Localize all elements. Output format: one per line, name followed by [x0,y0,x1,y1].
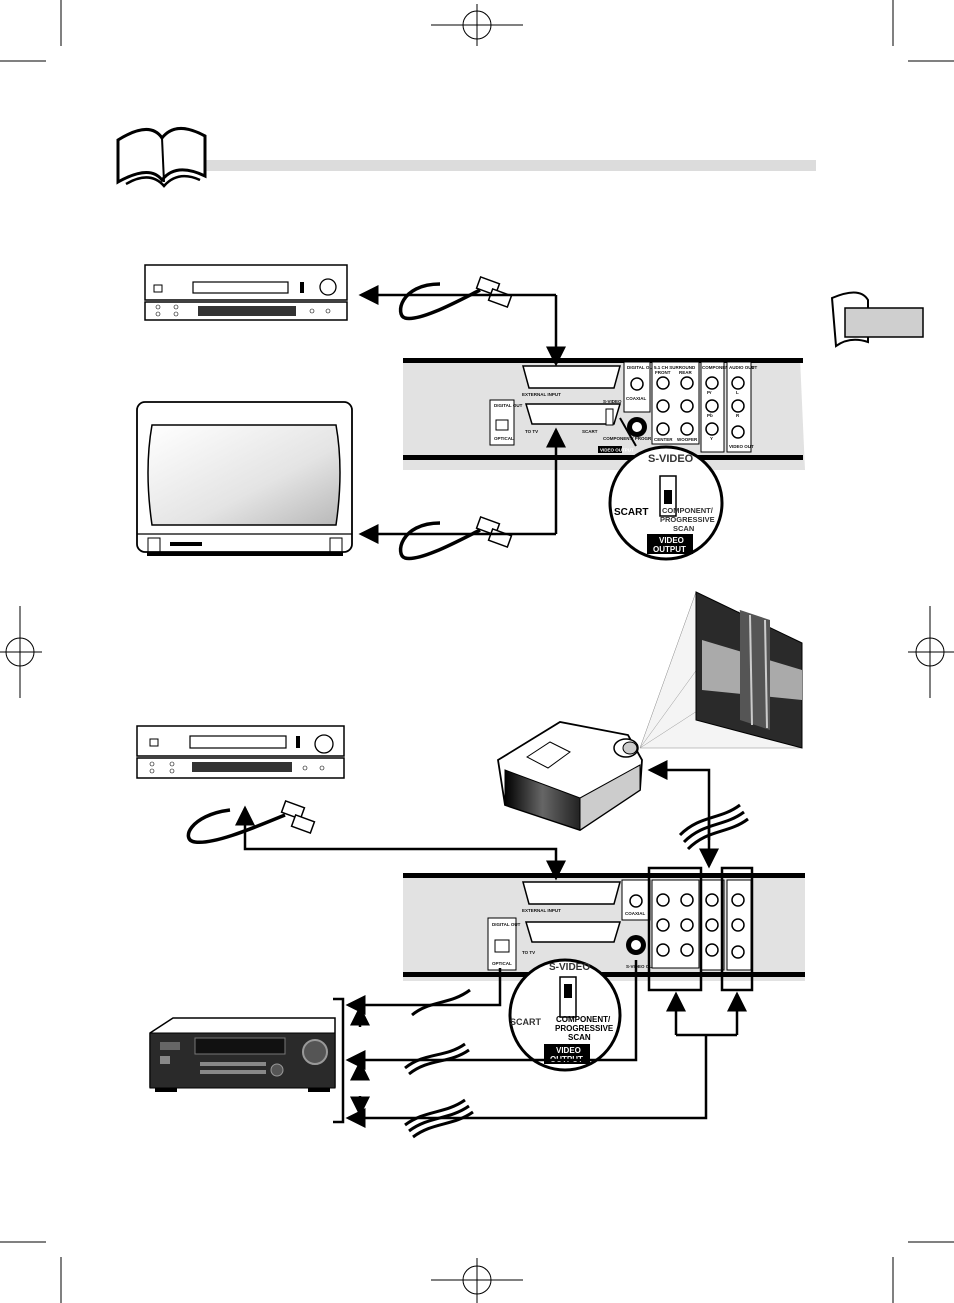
label-audio-out: AUDIO OUT [729,365,755,370]
registration-mark-top [431,4,523,46]
scart-cable-bottom [186,799,316,844]
side-tab-icon [830,291,924,348]
label-front: FRONT [655,370,671,375]
zoom-component-l2-top: PROGRESSIVE [660,515,715,524]
label-optical: OPTICAL [494,436,514,441]
zoom-component-l2-bottom: PROGRESSIVE [555,1024,614,1033]
label-pb: Pb [707,413,713,418]
projection-screen [639,591,803,749]
label-y: Y [710,436,713,441]
label-r: R [736,413,740,418]
zoom-component-l1-top: COMPONENT/ [662,506,714,515]
label-external-input-b: EXTERNAL INPUT [522,908,561,913]
vcr-top [144,264,348,321]
label-woofer: WOOFER [677,437,698,442]
registration-mark-left [0,606,42,698]
label-digital-out-coax: DIGITAL OUT [627,365,656,370]
label-rear: REAR [679,370,693,375]
zoom-component-l3-bottom: SCAN [568,1033,591,1042]
television [136,401,353,556]
zoom-video-top: VIDEO [659,536,684,545]
label-surround: 5.1 CH SURROUND [654,365,696,370]
zoom-component-l3-top: SCAN [673,524,694,533]
scart-cable-top-1 [398,275,513,321]
label-l: L [736,390,739,395]
rear-panel-top: EXTERNAL INPUT TO TV SCART S-VIDEO COMPO… [403,358,805,470]
label-digital-out: DIGITAL OUT [494,403,523,408]
scart-cable-top-2 [398,515,513,561]
label-video-output: VIDEO OUTPUT [600,448,634,453]
connection-lines-top [358,285,566,544]
label-external-input: EXTERNAL INPUT [522,392,561,397]
label-center: CENTER [654,437,673,442]
label-pr: Pr [707,390,712,395]
video-output-zoom-bottom: S-VIDEO SCART COMPONENT/ PROGRESSIVE SCA… [508,958,622,1072]
label-coaxial: COAXIAL [626,396,647,401]
zoom-output-top: OUTPUT [653,545,686,554]
label-to-tv-b: TO TV [522,950,535,955]
projector [497,721,643,831]
book-icon [116,127,816,188]
zoom-scart-bottom: SCART [510,1017,542,1027]
label-to-tv: TO TV [525,429,538,434]
label-optical-b: OPTICAL [492,961,512,966]
label-s-video-out-b: S-VIDEO OUT [626,964,656,969]
label-component: COMPONENT/ PROGRESSIVE SCAN [603,436,682,441]
label-video-out: VIDEO OUT [729,444,754,449]
coaxial-cable [411,988,471,1017]
zoom-component-l1-bottom: COMPONENT/ [556,1015,611,1024]
vcr-bottom [136,725,345,779]
rca-cable-projector [678,803,749,851]
label-digital-out-b: DIGITAL OUT [492,922,521,927]
zoom-scart-top: SCART [614,507,648,518]
zoom-s-video-top: S-VIDEO [648,453,694,465]
label-s-video: S-VIDEO [603,399,622,404]
video-output-zoom-top: S-VIDEO SCART COMPONENT/ PROGRESSIVE SCA… [608,417,724,561]
registration-mark-right [908,606,954,698]
rear-panel-bottom: EXTERNAL INPUT TO TV DIGITAL OUT OPTICAL… [403,866,805,992]
zoom-s-video-bottom: S-VIDEO [549,962,590,973]
label-scart: SCART [582,429,598,434]
zoom-video-bottom: VIDEO [556,1046,581,1055]
rca-cable-stereo [404,1042,470,1076]
label-coaxial-b: COAXIAL [625,911,646,916]
registration-mark-bottom [431,1258,523,1303]
av-receiver [149,1017,336,1092]
connection-lines-bottom [235,760,747,1128]
